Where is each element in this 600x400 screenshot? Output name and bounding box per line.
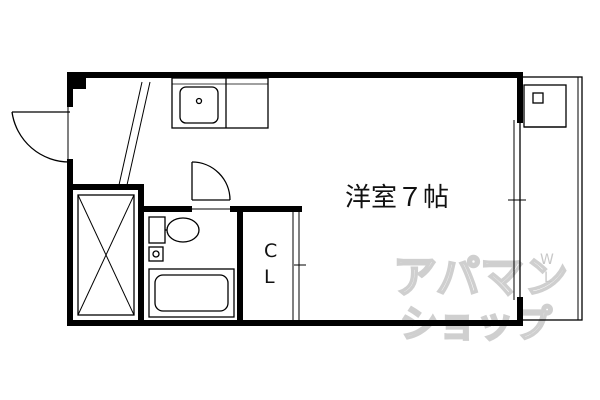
main-room-label: 洋室７帖 xyxy=(345,183,449,213)
kitchen-counter xyxy=(171,77,269,129)
balcony xyxy=(519,76,583,321)
bathroom-walls xyxy=(141,206,243,323)
closet-label-l: L xyxy=(264,266,275,288)
bathroom-door xyxy=(191,161,231,210)
corner-column xyxy=(70,75,86,89)
closet xyxy=(240,206,306,320)
entrance-threshold xyxy=(118,81,151,186)
ac-outdoor-unit xyxy=(523,84,567,128)
watermark-line1: アパマン xyxy=(393,252,568,303)
bathtub xyxy=(148,268,235,318)
watermark-logo: アパマン ショップ W L xyxy=(392,251,569,347)
closet-label-c: C xyxy=(264,240,277,262)
watermark-small-w: W xyxy=(540,252,554,268)
entrance-door xyxy=(11,104,71,163)
toilet xyxy=(148,216,200,262)
watermark-small-l: L xyxy=(544,270,552,286)
storage-box xyxy=(70,184,144,323)
